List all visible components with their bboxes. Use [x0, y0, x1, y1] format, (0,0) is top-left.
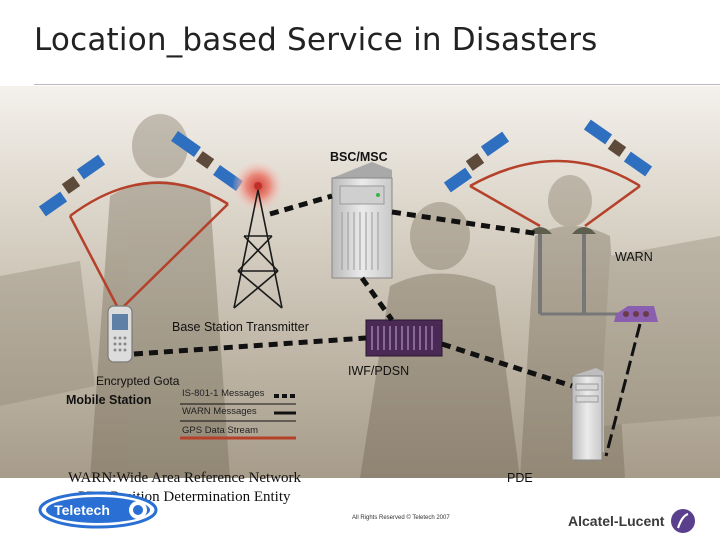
- label-warn: WARN: [615, 250, 653, 264]
- gps-beam-right-a: [469, 184, 541, 228]
- satellite-right-1: [443, 131, 510, 193]
- label-encrypted-gota: Encrypted Gota: [96, 374, 180, 388]
- gps-beam-arc-left: [69, 181, 229, 218]
- satellite-right-2: [583, 119, 653, 177]
- label-pde: PDE: [507, 471, 533, 485]
- label-base-station: Base Station Transmitter: [172, 320, 309, 334]
- label-mobile-station: Mobile Station: [66, 393, 152, 407]
- teletech-wordmark: Teletech: [54, 502, 110, 518]
- link-tower-bsc: [269, 193, 333, 217]
- bsc-msc-cabinet: [331, 162, 393, 279]
- alcatel-lucent-logo: Alcatel-Lucent: [568, 508, 696, 534]
- gps-beam-arc-right: [469, 159, 641, 188]
- alcatel-lucent-wordmark: Alcatel-Lucent: [568, 513, 665, 529]
- link-bsc-iwf: [359, 276, 395, 322]
- label-bsc-msc: BSC/MSC: [330, 150, 388, 164]
- iwf-pdsn-router: [365, 319, 443, 357]
- link-mobile-iwf: [133, 335, 367, 357]
- legend: IS-801-1 Messages WARN Messages GPS Data…: [176, 386, 302, 442]
- alcatel-lucent-icon: [671, 509, 696, 533]
- warn-receiver: [614, 306, 658, 322]
- link-warn-pde: [604, 323, 642, 457]
- slide-title: Location_based Service in Disasters: [34, 22, 598, 58]
- link-bsc-warn: [391, 209, 541, 237]
- definition-warn: WARN:Wide Area Reference Network: [68, 470, 302, 486]
- base-station-tower: [233, 189, 283, 309]
- pde-server: [571, 368, 604, 461]
- diagram-canvas: [0, 86, 720, 478]
- label-iwf-pdsn: IWF/PDSN: [348, 364, 410, 378]
- mobile-phone: [107, 305, 133, 363]
- gps-beam-left-b: [121, 203, 229, 309]
- legend-is801-label: IS-801-1 Messages: [182, 388, 265, 399]
- title-divider: [34, 84, 720, 85]
- legend-gps-label: GPS Data Stream: [182, 425, 259, 436]
- copyright-text: All Rights Reserved © Teletech 2007: [352, 515, 450, 521]
- satellite-left-1: [38, 154, 106, 217]
- dashed-links: [133, 193, 573, 389]
- teletech-logo: Teletech: [38, 491, 158, 529]
- gps-beam-right-b: [584, 184, 641, 228]
- legend-swatches: [180, 394, 296, 440]
- link-iwf-pde: [441, 341, 573, 389]
- gps-beam-left-a: [68, 215, 120, 309]
- legend-warn-label: WARN Messages: [182, 406, 257, 417]
